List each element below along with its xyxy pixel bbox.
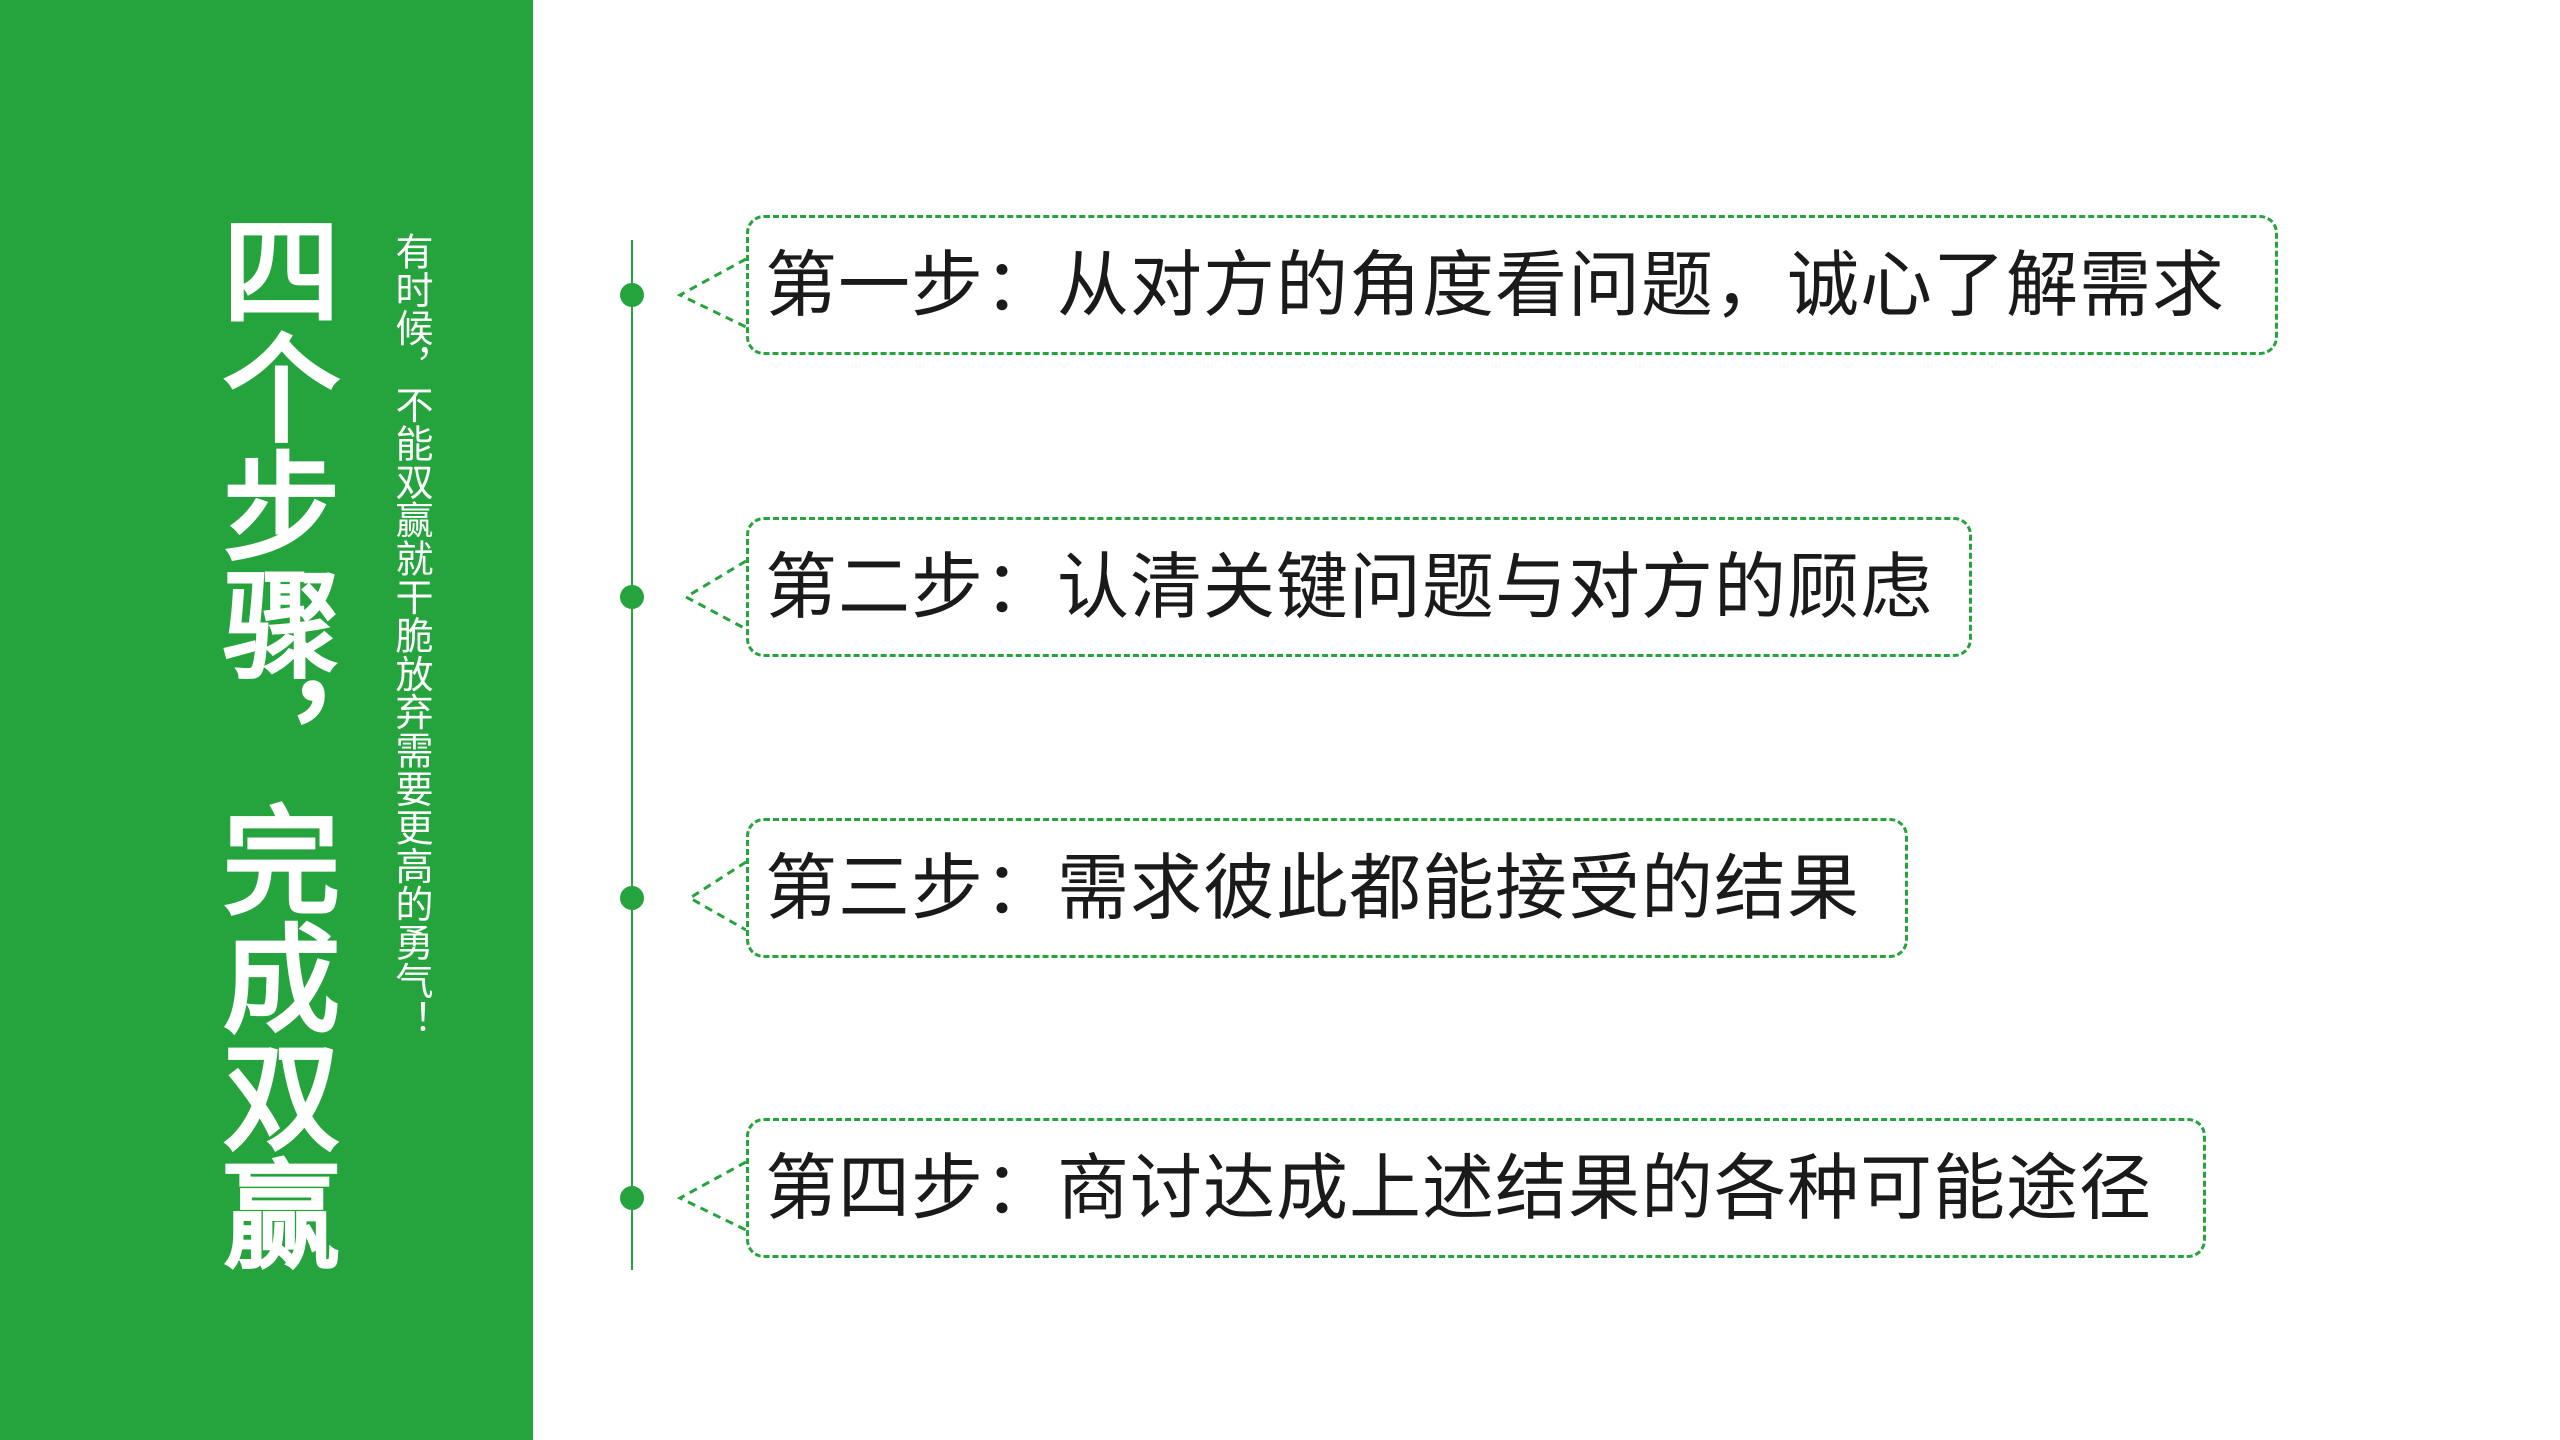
sidebar-panel: 四个步骤，完成双赢 有时候，不能双赢就干脆放弃需要更高的勇气！ [0,0,533,1440]
timeline-dot [620,1186,644,1210]
step-item-4: 第四步：商讨达成上述结果的各种可能途径 [0,1118,2560,1268]
step-bubble: 第三步：需求彼此都能接受的结果 [746,818,1908,958]
timeline-dot [620,283,644,307]
bubble-pointer-icon [676,1160,747,1232]
step-item-1: 第一步：从对方的角度看问题，诚心了解需求 [0,215,2560,365]
bubble-pointer-icon [676,257,747,329]
timeline-dot [620,585,644,609]
step-item-2: 第二步：认清关键问题与对方的顾虑 [0,517,2560,667]
timeline-dot [620,886,644,910]
step-bubble: 第二步：认清关键问题与对方的顾虑 [746,517,1972,657]
step-label: 第一步：从对方的角度看问题，诚心了解需求 [765,243,2226,327]
timeline-line [631,240,633,1270]
step-label: 第三步：需求彼此都能接受的结果 [765,846,1861,930]
step-item-3: 第三步：需求彼此都能接受的结果 [0,818,2560,968]
bubble-pointer-icon [687,860,747,932]
step-bubble: 第四步：商讨达成上述结果的各种可能途径 [746,1118,2206,1258]
page-subtitle: 有时候，不能双赢就干脆放弃需要更高的勇气！ [389,232,433,1039]
step-label: 第二步：认清关键问题与对方的顾虑 [765,545,1934,629]
step-bubble: 第一步：从对方的角度看问题，诚心了解需求 [746,215,2278,355]
bubble-pointer-icon [682,559,747,631]
step-label: 第四步：商讨达成上述结果的各种可能途径 [765,1146,2153,1230]
page-title: 四个步骤，完成双赢 [202,210,340,1272]
